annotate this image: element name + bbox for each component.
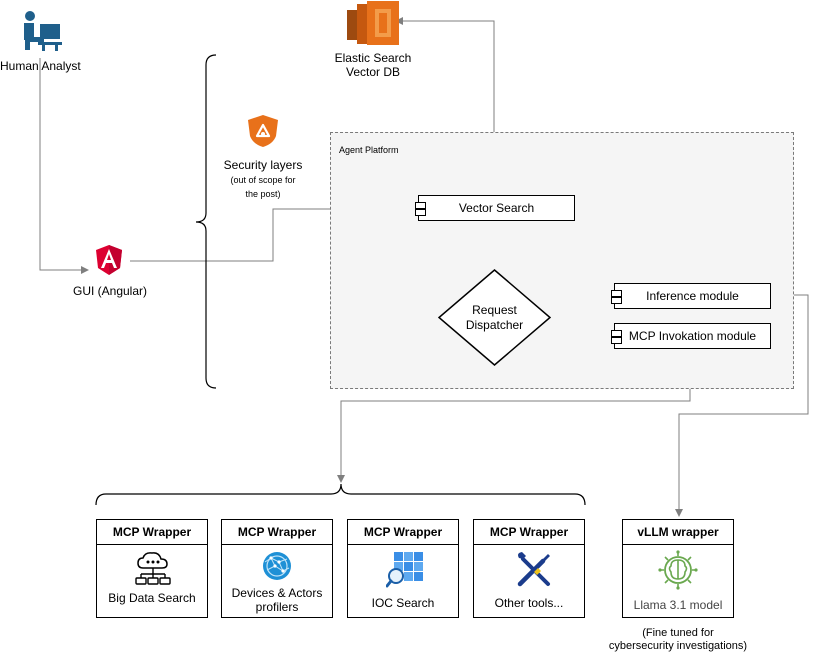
security-note-line2: the post)	[245, 189, 281, 199]
module-port	[611, 337, 622, 344]
security-layers-label: Security layers	[223, 158, 303, 172]
brain-chip-icon	[658, 550, 698, 590]
mcp-wrapper-title: MCP Wrapper	[97, 520, 207, 545]
vllm-note-line1: (Fine tuned for	[642, 627, 714, 639]
security-brace	[195, 54, 217, 389]
module-port	[415, 202, 426, 209]
dispatcher-label-line2: Dispatcher	[465, 318, 524, 332]
mcp-wrapper-big-data-search: MCP Wrapper Big Data Search	[96, 519, 208, 618]
edge-inference-to-vllm	[675, 291, 809, 517]
inference-module-label: Inference module	[646, 289, 739, 303]
vllm-note-line2: cybersecurity investigations)	[608, 640, 748, 652]
elastic-search-label: Elastic Search	[334, 51, 412, 65]
vector-search-module: Vector Search	[415, 195, 575, 221]
mcp-wrapper-devices-profilers: MCP Wrapper Devices & Actors profilers	[221, 519, 333, 618]
mcp-wrapper-ioc-search: MCP Wrapper IOC Search	[347, 519, 459, 618]
module-port	[611, 330, 622, 337]
wrapper-label-line2: profilers	[255, 600, 299, 614]
security-note-line1: (out of scope for	[230, 175, 296, 185]
wrapper-label-line1: Big Data Search	[108, 591, 196, 605]
mcp-wrapper-other-tools: MCP Wrapper Other tools...	[473, 519, 585, 618]
agent-platform-title: Agent Platform	[339, 145, 399, 155]
cloud-network-icon	[135, 552, 171, 585]
vllm-model-label: Llama 3.1 model	[633, 598, 723, 612]
mcp-wrapper-title: MCP Wrapper	[222, 520, 332, 545]
edge-analyst-to-gui	[39, 58, 89, 274]
mcp-invocation-module: MCP Invokation module	[611, 323, 771, 349]
vllm-wrapper-title: vLLM wrapper	[623, 520, 733, 545]
wrappers-brace	[95, 483, 586, 506]
request-dispatcher-shape	[438, 269, 551, 366]
globe-network-icon	[263, 552, 291, 580]
human-analyst-icon	[24, 11, 62, 51]
agent-platform-container: Agent Platform	[330, 132, 794, 389]
module-port	[415, 209, 426, 216]
wrapper-label-line1: Other tools...	[494, 596, 564, 610]
grid-search-icon	[386, 552, 423, 588]
gui-label: GUI (Angular)	[72, 284, 148, 298]
tools-icon	[517, 552, 550, 587]
security-shield-icon	[248, 115, 278, 147]
vector-db-label: Vector DB	[345, 65, 401, 79]
angular-icon	[96, 245, 122, 275]
mcp-wrapper-title: MCP Wrapper	[348, 520, 458, 545]
human-analyst-label: Human Analyst	[0, 59, 81, 73]
vllm-wrapper: vLLM wrapper Llama 3.1 model	[622, 519, 734, 618]
module-port	[611, 297, 622, 304]
wrapper-label-line1: IOC Search	[371, 596, 435, 610]
vector-search-label: Vector Search	[458, 201, 535, 215]
mcp-invocation-label: MCP Invokation module	[628, 329, 757, 343]
elastic-search-icon	[347, 1, 399, 45]
wrapper-label-line1: Devices & Actors	[231, 586, 323, 600]
inference-module: Inference module	[611, 283, 771, 309]
module-port	[611, 290, 622, 297]
mcp-wrapper-title: MCP Wrapper	[474, 520, 584, 545]
dispatcher-label-line1: Request	[472, 303, 517, 317]
